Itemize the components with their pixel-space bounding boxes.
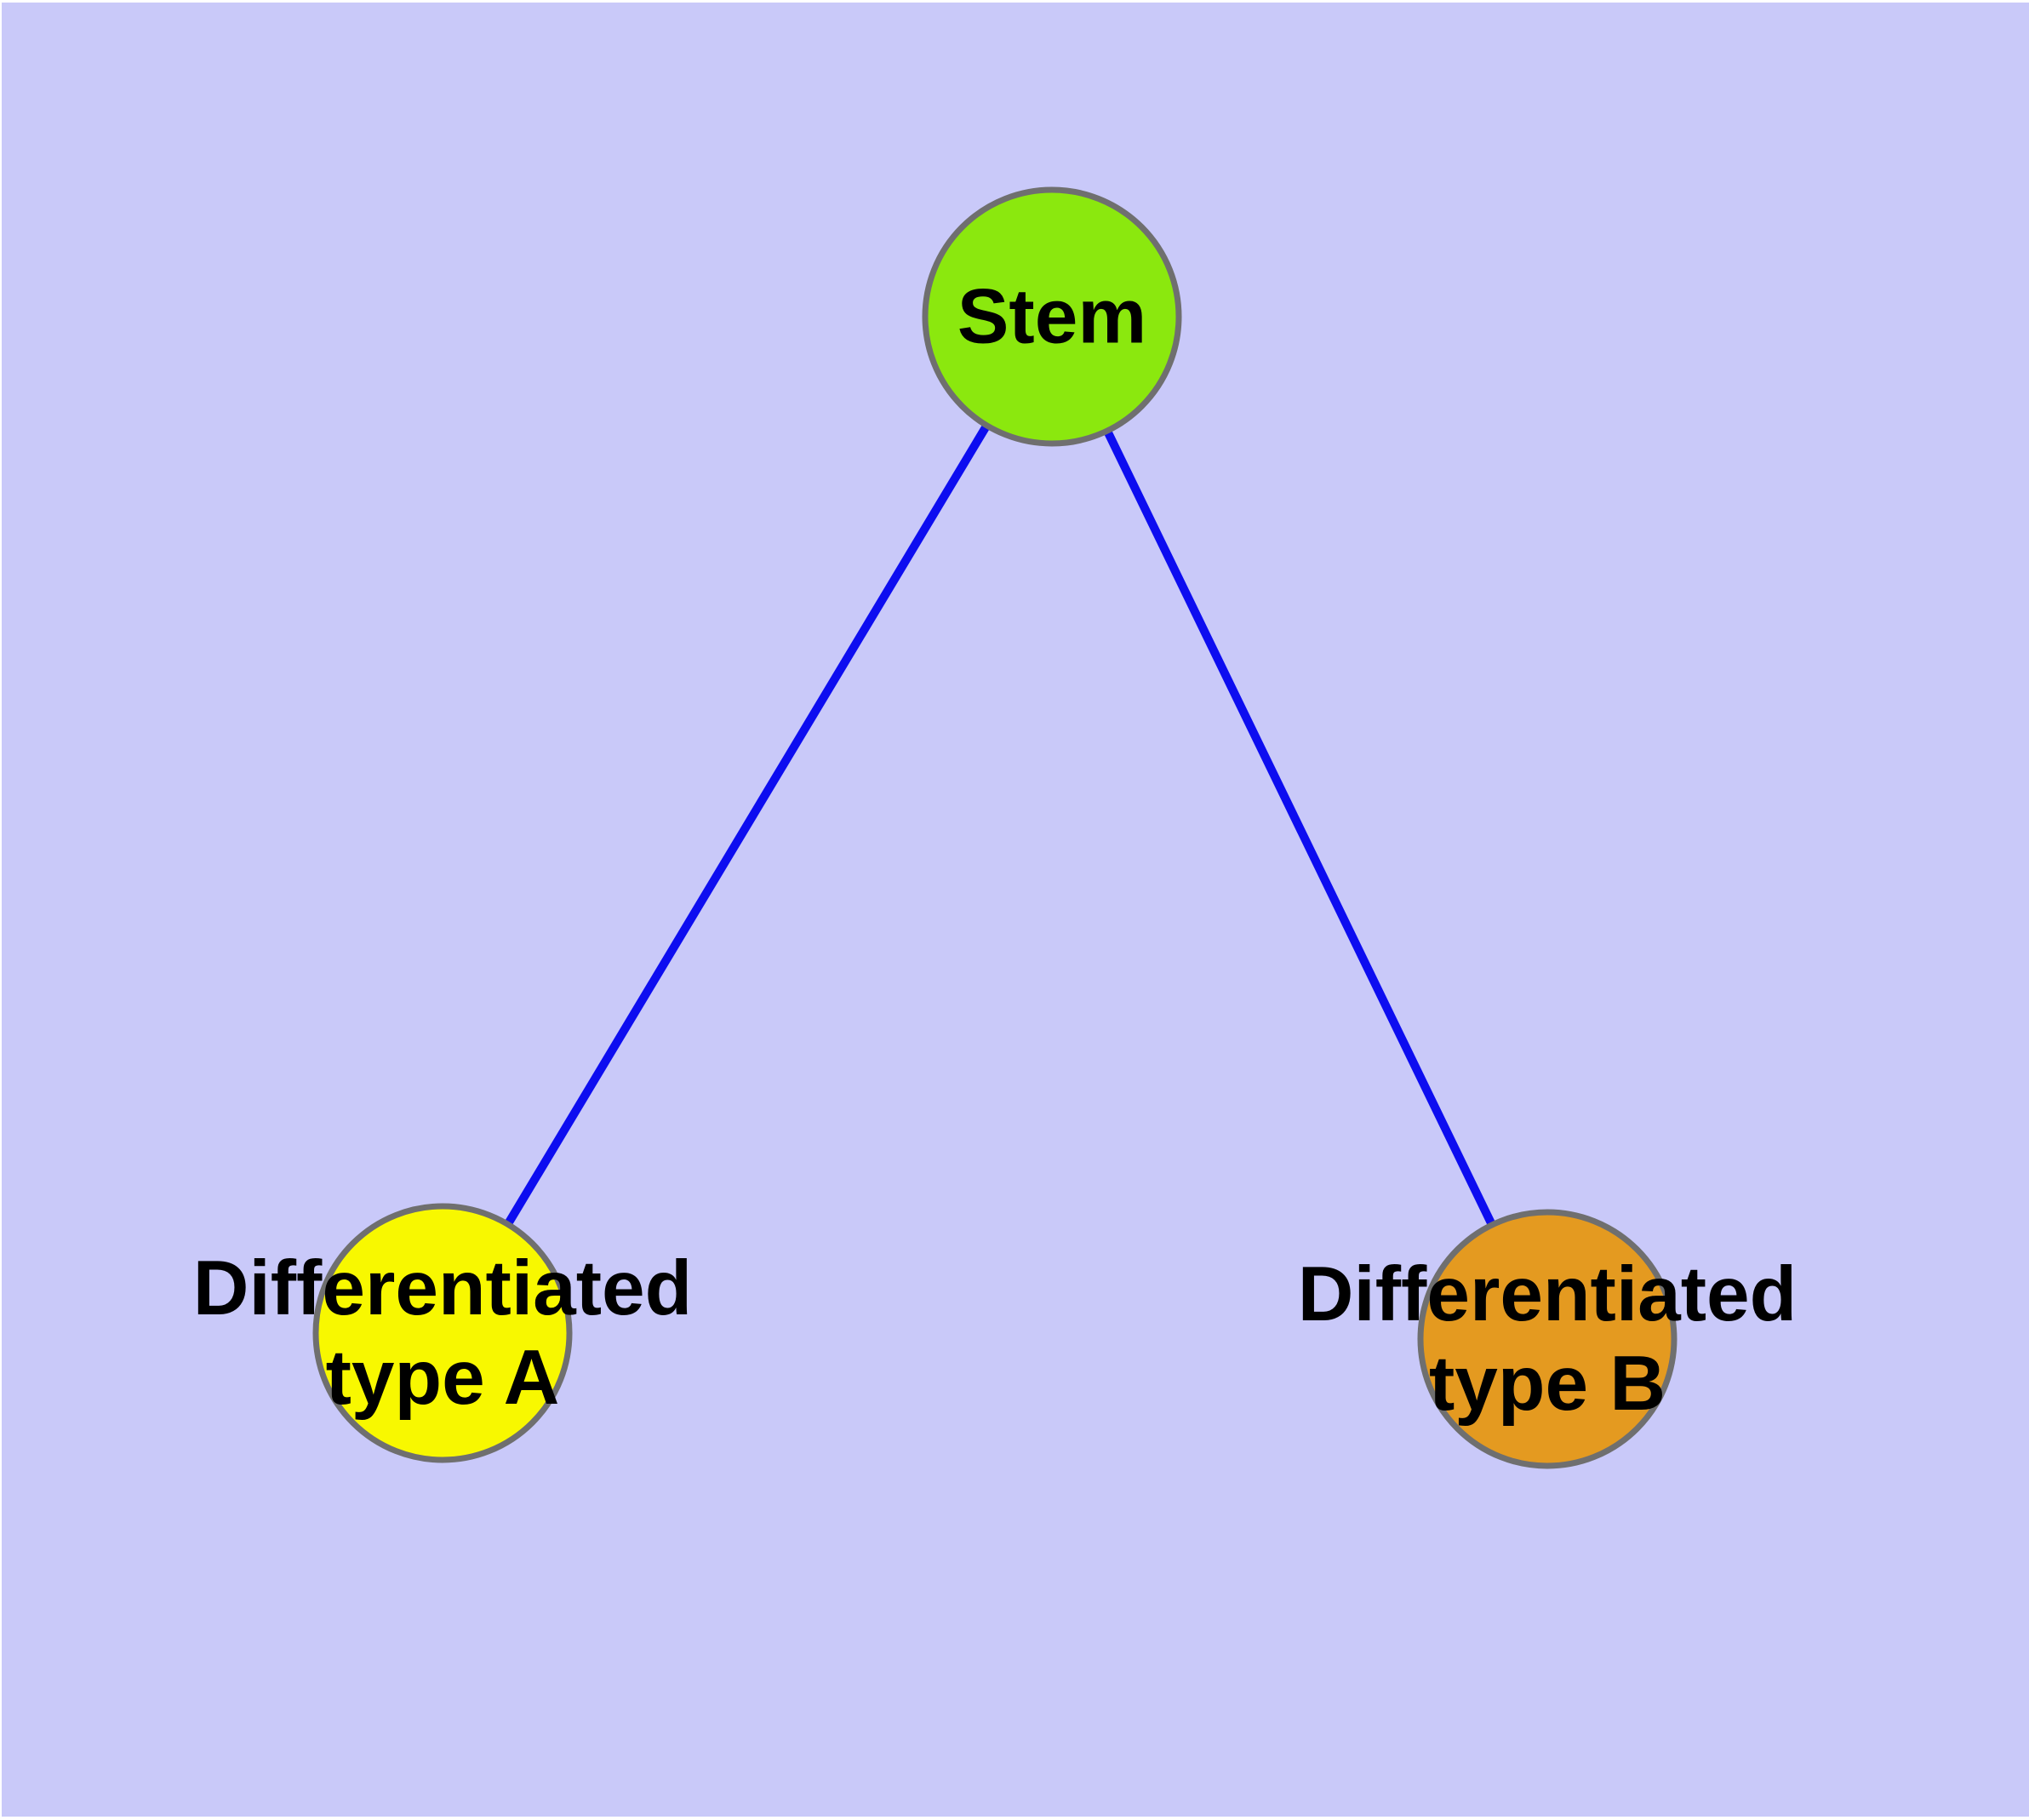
edge-stem-to-type-a xyxy=(438,314,1056,1336)
node-circle-differentiated-type-b[interactable] xyxy=(1417,1209,1677,1469)
node-circle-stem[interactable] xyxy=(922,186,1182,447)
node-circle-differentiated-type-a[interactable] xyxy=(312,1203,573,1463)
edge-stem-to-type-b xyxy=(1048,314,1552,1342)
diagram-canvas: Stem Differentiated type A Differentiate… xyxy=(2,3,2029,1817)
graph-svg xyxy=(2,3,2029,1817)
